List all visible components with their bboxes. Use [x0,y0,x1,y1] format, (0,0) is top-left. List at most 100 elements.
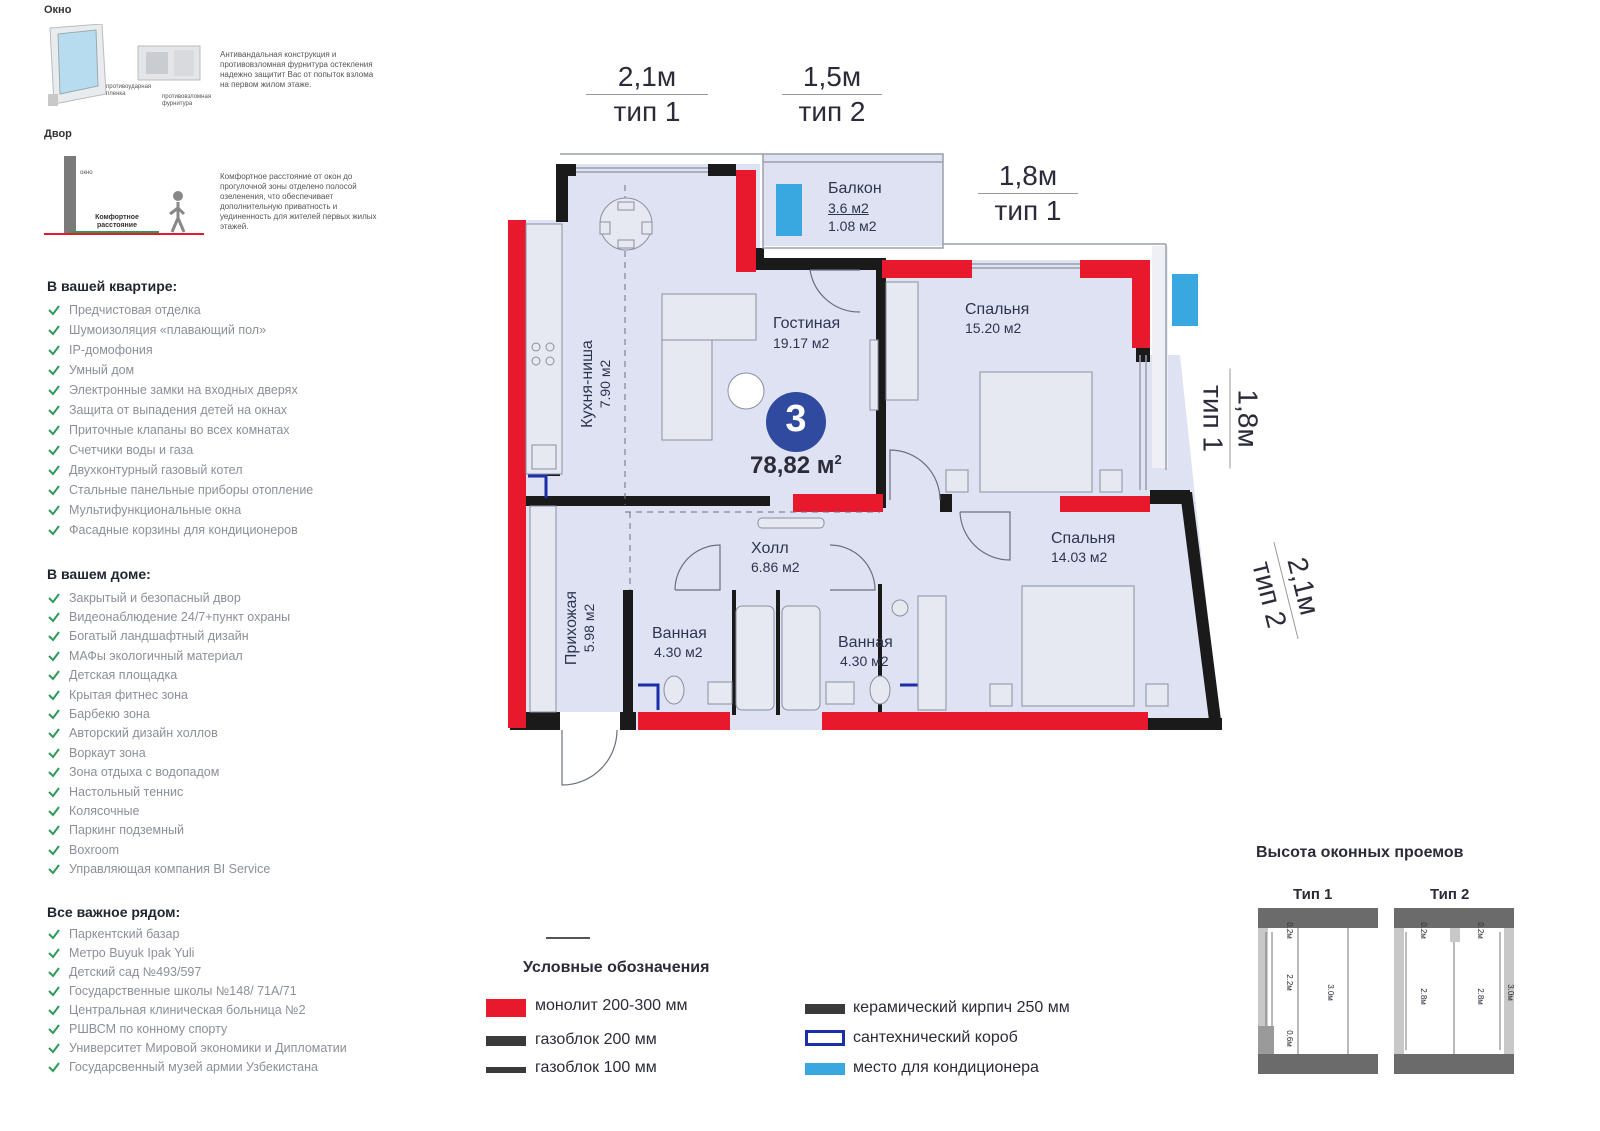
apartment-feature-item-label: Счетчики воды и газа [69,443,194,457]
nearby-item-label: Университет Мировой экономики и Дипломат… [69,1040,347,1055]
gasblock-walls [510,164,1222,730]
legend-swatch-gasblock200 [486,1036,526,1046]
zone-lines [624,185,880,590]
check-icon [48,593,60,604]
monolith-walls [508,170,1150,730]
house-feature-item: Закрытый и безопасный двор [47,588,387,607]
house-feature-item: Зона отдыха с водопадом [47,763,387,782]
house-feature-item: Видеонаблюдение 24/7+пункт охраны [47,607,387,626]
apartment-feature-item: Умный дом [47,360,387,380]
nearby-item-label: Государсвенный музей армии Узбекистана [69,1059,318,1074]
window-frame-icon [48,24,107,106]
room-bedroom1-name: Спальня [965,301,1030,318]
ac-spot-bedroom [1172,274,1198,326]
house-feature-item-label: Паркинг подземный [69,823,185,838]
check-icon [48,1023,60,1035]
house-feature-item-label: Видеонаблюдение 24/7+пункт охраны [69,610,291,625]
check-icon [48,864,60,875]
dim-top-2: 1,5м тип 2 [782,60,882,129]
legend-swatch-gasblock100 [486,1067,526,1073]
check-icon [48,767,60,778]
apartment-feature-item-label: Мультифункциональные окна [69,503,242,517]
apartment-feature-item-label: Умный дом [69,363,135,377]
legend-swatch-monolith [486,999,526,1017]
living-furniture [661,293,879,529]
nearby-item-label: Центральная клиническая больница №2 [69,1002,306,1017]
check-icon [48,505,60,516]
house-feature-item: Boxroom [47,840,387,859]
yard-section: Двор окно Комфортное расстояние Комфортн… [44,128,384,248]
house-feature-item: Богатый ландшафтный дизайн [47,627,387,646]
dim-top-1: 2,1м тип 1 [586,60,708,129]
nearby-item: Государственные школы №148/ 71А/71 [47,981,407,1000]
windows [560,153,1167,490]
house-features: В вашем доме: Закрытый и безопасный двор… [47,566,387,879]
check-icon [48,325,60,336]
nearby-item: Метро Buyuk Ipak Yuli [47,943,407,962]
house-feature-item: Паркинг подземный [47,821,387,840]
yard-diagram-icon [44,156,204,235]
check-icon [48,947,60,959]
nearby-item: Государсвенный музей армии Узбекистана [47,1057,407,1076]
label-film: противоударная пленка [106,84,152,97]
nearby-title: Все важное рядом: [47,904,181,920]
room-living-name: Гостиная [773,315,841,332]
type1-top: 0.2м [1284,922,1294,939]
room-bath1-area: 4.30 м2 [654,644,703,660]
apartment-feature-item: Мультифункциональные окна [47,500,387,520]
check-icon [48,928,60,940]
house-feature-item-label: МАФы экологичный материал [69,648,243,663]
check-icon [48,612,60,623]
apartment-feature-item: Шумоизоляция «плавающий пол» [47,320,387,340]
floor-plan [508,153,1222,786]
check-icon [48,709,60,720]
check-icon [48,1042,60,1054]
check-icon [48,651,60,662]
legend-swatch-brick [805,1004,845,1014]
type2-top1: 0.2м [1418,922,1428,939]
apartment-feature-item: Электронные замки на входных дверях [47,380,387,400]
window-type1-diagram [1258,908,1378,1074]
apartment-feature-item-label: Стальные панельные приборы отопление [69,483,314,497]
type1-bottom: 0.6м [1284,1030,1294,1047]
window-description: Антивандальная конструкция и противовзло… [220,50,374,89]
type2-total: 3.0м [1505,984,1515,1001]
house-feature-item: Барбекю зона [47,704,387,723]
room-hallway-name: Прихожая [563,590,580,666]
window-section: Окно противоударная пленка противовзломн… [44,4,384,124]
nearby-item-label: Детский сад №493/597 [69,964,202,979]
window-heights-title: Высота оконных проемов [1256,844,1464,861]
type2-title: Тип 2 [1430,886,1470,903]
room-hall-area: 6.86 м2 [751,559,800,575]
apartment-feature-item-label: Защита от выпадения детей на окнах [69,403,288,417]
nearby-item-label: Паркентский базар [69,926,180,941]
check-icon [48,670,60,681]
nearby-item-label: РШВСМ по конному спорту [69,1021,228,1036]
room-bedroom2-area: 14.03 м2 [1051,549,1108,565]
legend-label-ac: место для кондиционера [853,1059,1039,1076]
house-feature-item: Настольный теннис [47,782,387,801]
nearby-item: РШВСМ по конному спорту [47,1019,407,1038]
dim-top-1-type: тип 1 [613,96,681,127]
check-icon [48,385,60,396]
label-window: окно [80,170,93,176]
total-area-sup: 2 [834,452,842,467]
check-icon [48,345,60,356]
dim-top-1-size: 2,1м [617,61,677,92]
check-icon [48,465,60,476]
legend-label-gasblock100: газоблок 100 мм [535,1059,657,1076]
legend-label-gasblock200: газоблок 200 мм [535,1031,657,1048]
room-hall-name: Холл [751,540,789,557]
house-feature-item: Управляющая компания BI Service [47,859,387,878]
dim-top-3-size: 1,8м [998,160,1058,191]
yard-title: Двор [44,128,72,140]
check-icon [48,425,60,436]
window-title: Окно [44,4,72,16]
check-icon [48,445,60,456]
room-bedroom2-name: Спальня [1051,530,1116,547]
check-icon [48,985,60,997]
apartment-features-title: В вашей квартире: [47,278,178,294]
